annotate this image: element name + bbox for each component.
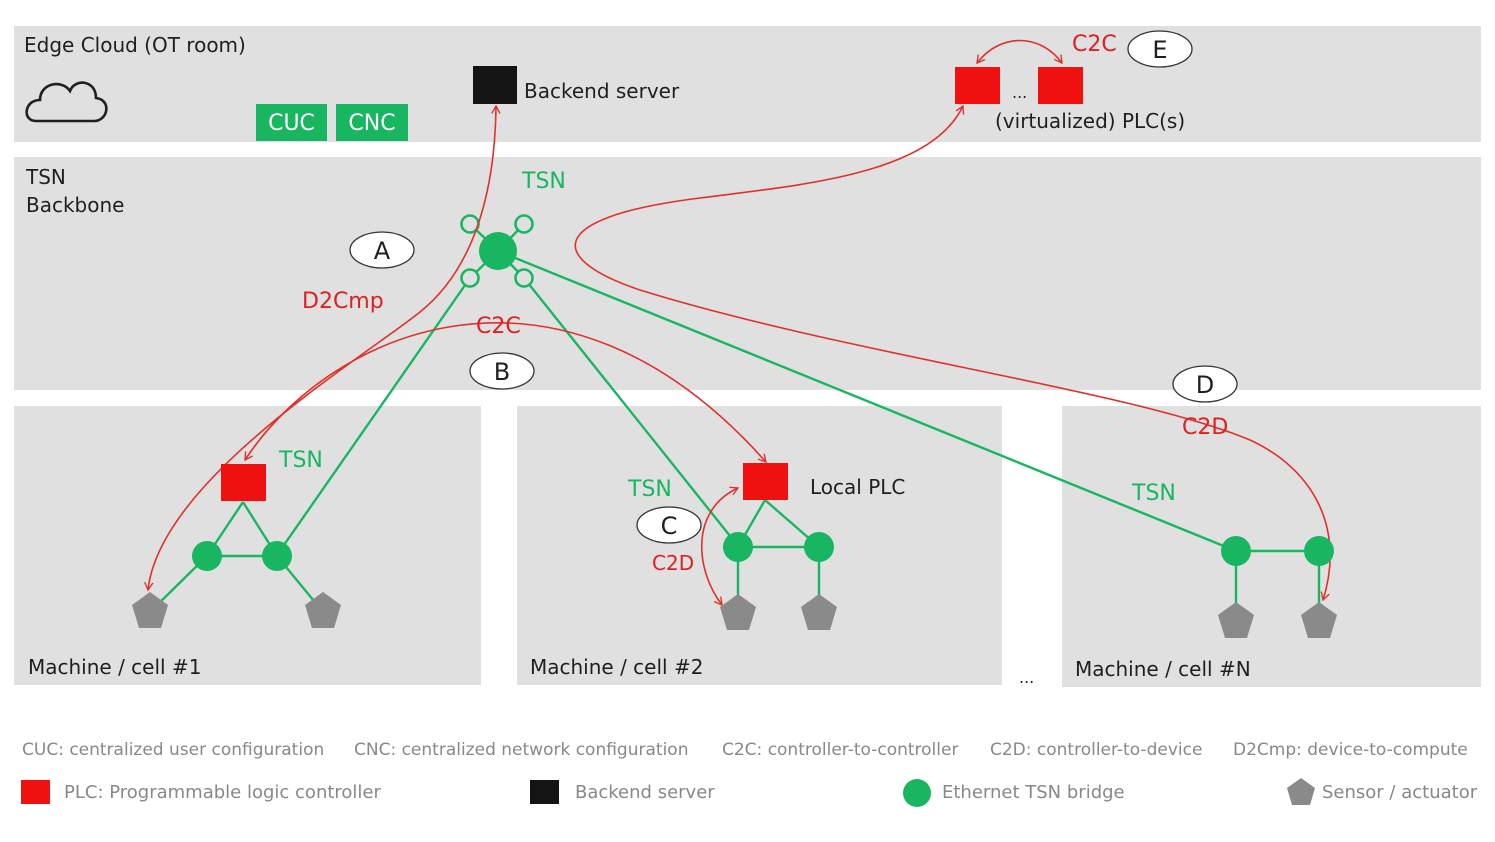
legend-plc-icon: [21, 780, 50, 804]
edge-cloud-title: Edge Cloud (OT room): [24, 33, 246, 57]
d2cmp-flow: [144, 104, 501, 592]
d2cmp-label: D2Cmp: [302, 289, 384, 314]
legend-cuc: CUC: centralized user configuration: [22, 740, 324, 760]
cells-ellipsis: ...: [1019, 668, 1034, 687]
tsn-label-backbone: TSN: [521, 169, 566, 194]
machine-cell-1-zone: [14, 406, 481, 685]
cell-2-bridge-icon: [723, 532, 753, 562]
cell-1-sensor-icon: [132, 592, 168, 628]
cell-1-plc-icon: [221, 464, 266, 501]
cell-2-sensor-icon: [720, 594, 756, 630]
cell-n-title: Machine / cell #N: [1075, 657, 1251, 681]
marker-a: A: [349, 231, 415, 269]
tsn-label-cell1: TSN: [278, 448, 323, 473]
cell-n-sensor-icon: [1218, 602, 1254, 638]
legend-sensor-label: Sensor / actuator: [1322, 782, 1478, 803]
marker-c-label: C: [661, 512, 678, 540]
cell-n-bridge-icon: [1304, 536, 1334, 566]
c2d-local-flow: [700, 486, 740, 607]
tsn-label-celln: TSN: [1131, 481, 1176, 506]
c2d-remote-flow: [574, 104, 1331, 602]
marker-d-label: D: [1196, 371, 1214, 399]
backbone-title-line1: TSN: [25, 165, 66, 189]
legend-sensor-icon: [1287, 778, 1315, 805]
bridge-port-icon: [514, 268, 534, 288]
backbone-bridge-icon: [479, 232, 517, 270]
legend-server-icon: [530, 780, 559, 804]
cell-1-title: Machine / cell #1: [28, 655, 201, 679]
cloud-icon: [25, 81, 108, 123]
virtual-plc-icon-2: [1038, 67, 1083, 104]
c2c-label-cells: C2C: [476, 314, 521, 339]
tsn-link-cell2: [523, 277, 739, 547]
legend-bridge-label: Ethernet TSN bridge: [942, 782, 1125, 803]
virtual-plc-ellipsis: ...: [1012, 83, 1027, 102]
c2c-flow-cells: [244, 322, 767, 464]
cell-n-sensor-icon: [1301, 602, 1337, 638]
marker-b: B: [469, 352, 535, 390]
cell-n-bridge-icon: [1221, 536, 1251, 566]
virtual-plc-icon-1: [955, 67, 1000, 104]
cell-1-sensor-icon: [305, 592, 341, 628]
cell-2-plc-icon: [743, 463, 788, 500]
cell-1-bridge-icon: [262, 541, 292, 571]
c2c-virtual-flow: [976, 39, 1063, 65]
backend-server-label: Backend server: [524, 79, 680, 103]
legend-plc-label: PLC: Programmable logic controller: [64, 782, 381, 803]
marker-e: E: [1127, 30, 1193, 68]
cell-2-title: Machine / cell #2: [530, 655, 703, 679]
marker-d: D: [1172, 365, 1238, 403]
cnc-label: CNC: [348, 111, 395, 136]
c2c-label-virtual: C2C: [1072, 32, 1117, 57]
cell-2-internal-links: [736, 499, 821, 612]
cell-1-bridge-icon: [192, 541, 222, 571]
legend-server-label: Backend server: [575, 782, 715, 803]
cell-2-sensor-icon: [801, 594, 837, 630]
virtualized-plcs-label: (virtualized) PLC(s): [995, 109, 1185, 133]
c2d-label-local: C2D: [652, 551, 694, 575]
bridge-port-icon: [460, 268, 480, 288]
bridge-port-icon: [514, 214, 534, 234]
legend-cnc: CNC: centralized network configuration: [354, 740, 688, 760]
c2d-label-remote: C2D: [1182, 415, 1228, 440]
marker-b-label: B: [494, 358, 510, 386]
machine-cell-2-zone: [517, 406, 1002, 685]
local-plc-label: Local PLC: [810, 475, 905, 499]
machine-cell-n-zone: [1062, 406, 1481, 687]
backend-server-icon: [473, 66, 517, 104]
legend-abbreviations: CUC: centralized user configuration CNC:…: [22, 740, 1468, 760]
marker-a-label: A: [374, 237, 391, 265]
legend-d2cmp: D2Cmp: device-to-compute: [1233, 740, 1468, 760]
cell-2-bridge-icon: [804, 532, 834, 562]
marker-e-label: E: [1152, 36, 1167, 64]
backbone-title-line2: Backbone: [26, 193, 124, 217]
legend-c2c: C2C: controller-to-controller: [722, 740, 958, 760]
marker-c: C: [636, 506, 702, 544]
cuc-label: CUC: [268, 111, 315, 136]
tsn-label-cell2: TSN: [627, 477, 672, 502]
legend-bridge-icon: [903, 779, 931, 807]
legend-symbols: PLC: Programmable logic controller Backe…: [21, 778, 1478, 807]
legend-c2d: C2D: controller-to-device: [990, 740, 1202, 760]
